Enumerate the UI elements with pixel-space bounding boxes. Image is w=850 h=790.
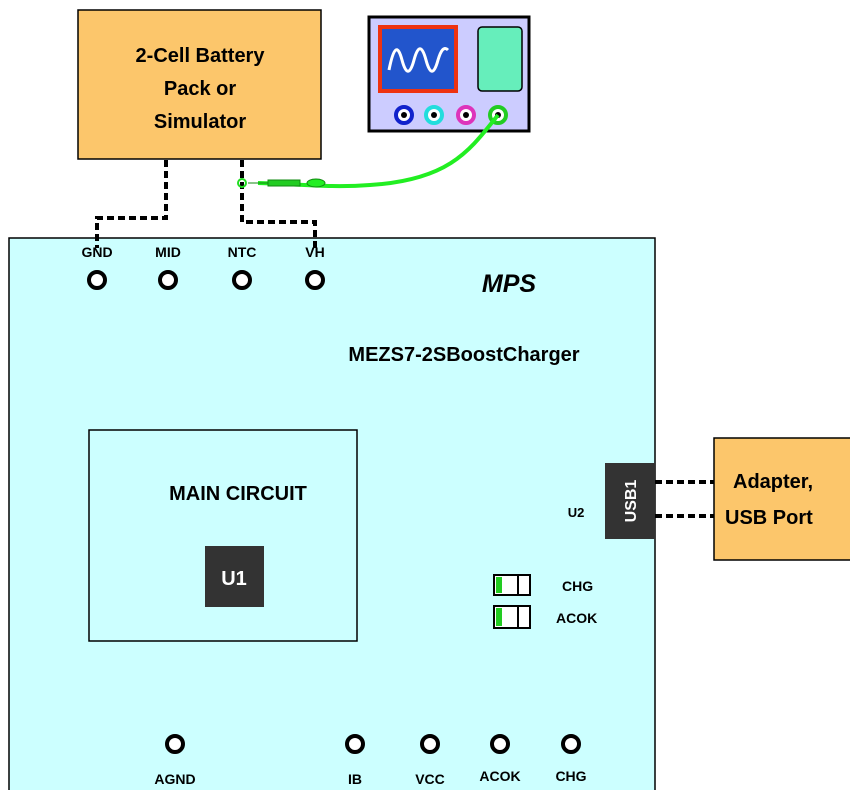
battery-box: 2-Cell Battery Pack or Simulator (77, 9, 322, 160)
battery-label-line3: Simulator (154, 111, 246, 133)
battery-wires (95, 160, 317, 248)
led-chg: CHG (493, 574, 593, 596)
waveform-icon (387, 47, 450, 73)
test-point-icon (87, 270, 325, 290)
pin-label-gnd: GND (81, 244, 112, 260)
board-name: MEZS7-2SBoostCharger (348, 344, 579, 366)
main-circuit-label: MAIN CIRCUIT (169, 483, 307, 505)
pin-label-acok: ACOK (479, 768, 520, 784)
adapter-label-line2: USB Port (725, 507, 813, 529)
u1-label: U1 (221, 568, 247, 590)
pin-label-ntc: NTC (228, 244, 257, 260)
oscilloscope-icon (367, 15, 531, 133)
main-circuit-area (88, 429, 358, 642)
top-pins: GND MID NTC VH (81, 244, 325, 290)
led-acok: ACOK (493, 605, 597, 629)
adapter-label-line1: Adapter, (733, 471, 813, 493)
led-icon (493, 605, 531, 629)
pin-label-mid: MID (155, 244, 181, 260)
bottom-pins: AGND IB VCC ACOK CHG (154, 734, 587, 787)
usb-connector (605, 463, 655, 539)
led-label-acok: ACOK (556, 610, 597, 626)
battery-label-line1: 2-Cell Battery (136, 45, 266, 67)
usb-label: USB1 (623, 480, 640, 523)
probe-cable (237, 113, 500, 189)
u1-chip (205, 546, 264, 607)
pin-label-vcc: VCC (415, 771, 445, 787)
test-point-icon (165, 734, 581, 754)
probe-clip-icon (237, 178, 247, 188)
u2-label: U2 (568, 505, 585, 520)
pin-label-ib: IB (348, 771, 362, 787)
adapter-box: Adapter, USB Port (713, 437, 850, 561)
pin-label-agnd: AGND (154, 771, 195, 787)
pin-label-vh: VH (305, 244, 324, 260)
pin-label-chg: CHG (555, 768, 586, 784)
led-label-chg: CHG (562, 578, 593, 594)
led-icon (493, 574, 531, 596)
battery-label-line2: Pack or (164, 78, 236, 100)
brand-logo: MPS (482, 270, 537, 298)
adapter-wires (655, 480, 716, 518)
